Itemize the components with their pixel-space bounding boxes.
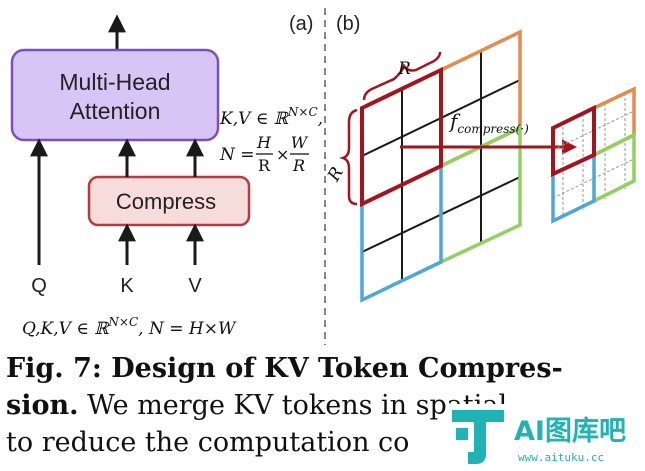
caption-fig-label: Fig. 7: Design of KV Token Compres- <box>6 353 563 384</box>
watermark: AI图库吧 www.aituku.cc <box>446 404 645 471</box>
compress-box <box>87 175 251 227</box>
attention-label-line1: Multi-Head <box>59 69 170 95</box>
kv-set-formula: K,V ∈ ℝN×C, <box>219 105 323 129</box>
frac1-den: R <box>258 156 271 175</box>
compress-region <box>360 66 443 208</box>
region-label-left: R <box>323 164 347 186</box>
panel-b-label: (b) <box>336 13 360 35</box>
region-label-top: R <box>397 59 411 79</box>
watermark-brand: AI图库吧 <box>514 416 626 447</box>
function-label: fcompress(·) <box>448 109 529 136</box>
watermark-url: www.aituku.cc <box>518 451 604 464</box>
input-q: Q <box>31 275 47 297</box>
frac2-den: R <box>292 156 305 175</box>
attention-label-line2: Attention <box>70 98 161 124</box>
quadrant-blue <box>360 166 443 303</box>
frac2-num: W <box>291 133 309 152</box>
times-sign: × <box>276 145 289 164</box>
caption-line2-bold: sion. <box>6 390 79 421</box>
watermark-logo-icon <box>452 410 504 464</box>
input-k: K <box>120 275 134 297</box>
small-quadrant-green <box>593 132 636 203</box>
compress-label: Compress <box>116 189 216 214</box>
caption-line2-rest: We merge KV tokens in <box>78 390 416 421</box>
frac1-num: H <box>256 133 272 152</box>
token-grid <box>360 29 522 303</box>
input-v: V <box>188 275 202 297</box>
caption-line3: to reduce the computation co <box>6 427 410 458</box>
caption-line-3: to reduce the computation co <box>6 424 631 461</box>
bottom-formula: Q,K,V ∈ ℝN×C, N = H×W <box>22 315 237 339</box>
compressed-grid <box>551 86 636 224</box>
small-compressed-token <box>551 104 596 178</box>
brace-top <box>362 51 442 101</box>
figure-caption: Fig. 7: Design of KV Token Compres- sion… <box>6 350 631 461</box>
brace-left <box>339 108 358 206</box>
panel-a-label: (a) <box>289 13 313 35</box>
small-quadrant-blue <box>551 155 596 224</box>
caption-line-1: Fig. 7: Design of KV Token Compres- <box>6 350 631 387</box>
n-formula-lhs: N = <box>219 145 255 165</box>
attention-box <box>10 48 220 142</box>
